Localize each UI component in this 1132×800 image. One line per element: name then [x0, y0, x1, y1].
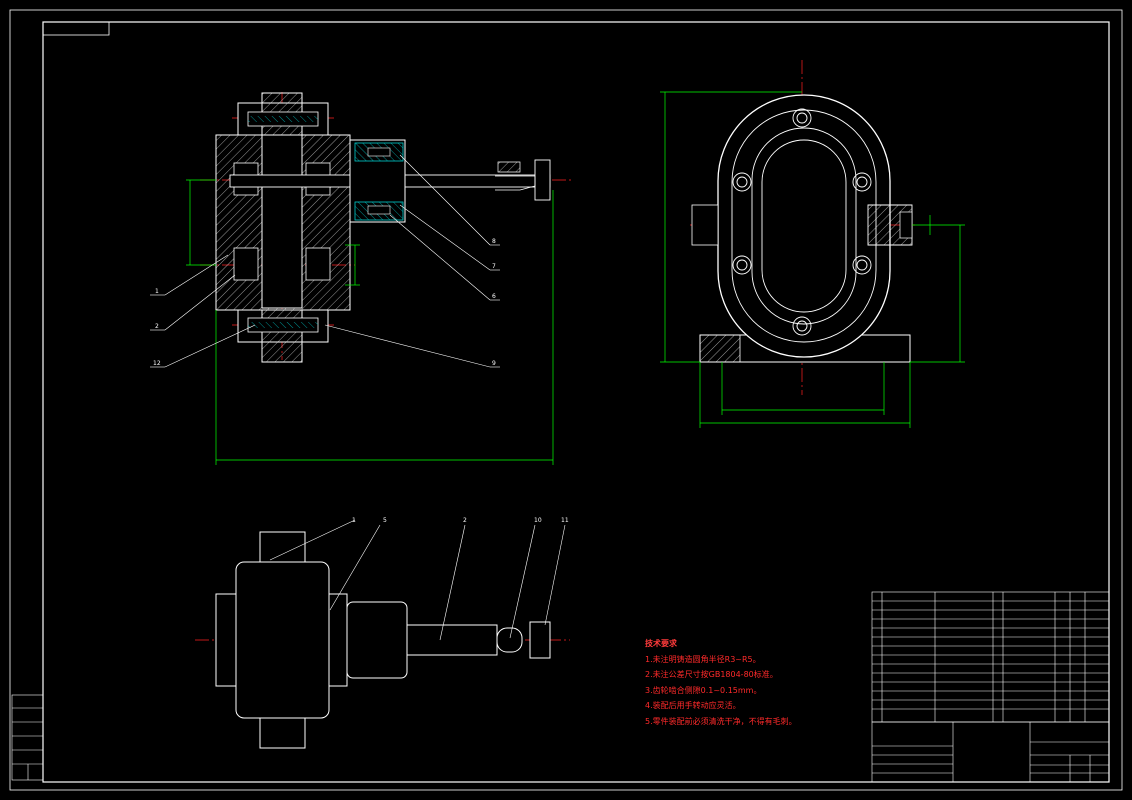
balloon-bottom-11: 11	[561, 517, 569, 524]
requirement-item: 5.零件装配前必须清洗干净，不得有毛刺。	[645, 716, 797, 726]
balloon-bottom-5: 5	[383, 517, 387, 524]
top-view: 1 5 2 10 11	[195, 517, 570, 749]
technical-requirements-title: 技术要求	[645, 639, 677, 648]
binding-strip	[11, 694, 44, 781]
balloon-front-6: 6	[492, 293, 496, 300]
balloon-front-9: 9	[492, 360, 496, 367]
balloon-front-2: 2	[155, 323, 159, 330]
balloon-bottom-1: 1	[352, 517, 356, 524]
balloon-front-1: 1	[155, 288, 159, 295]
front-section-view: 8 7 6 9 1 2 12	[150, 92, 572, 465]
requirement-item: 1.未注明铸造圆角半径R3~R5。	[645, 654, 761, 664]
parts-list	[871, 591, 1110, 723]
balloon-bottom-2: 2	[463, 517, 467, 524]
requirement-item: 3.齿轮啮合侧隙0.1~0.15mm。	[645, 685, 762, 695]
requirement-item: 4.装配后用手转动应灵活。	[645, 701, 741, 710]
balloon-front-7: 7	[492, 263, 496, 270]
balloon-front-8: 8	[492, 238, 496, 245]
technical-requirements: 技术要求 1.未注明铸造圆角半径R3~R5。 2.未注公差尺寸按GB1804-8…	[645, 636, 797, 729]
drawing-frame	[9, 9, 1123, 791]
side-view	[660, 60, 965, 428]
balloon-front-12: 12	[153, 360, 161, 367]
balloon-bottom-10: 10	[534, 517, 542, 524]
title-block	[871, 721, 1110, 783]
requirement-item: 2.未注公差尺寸按GB1804-80标准。	[645, 670, 778, 679]
